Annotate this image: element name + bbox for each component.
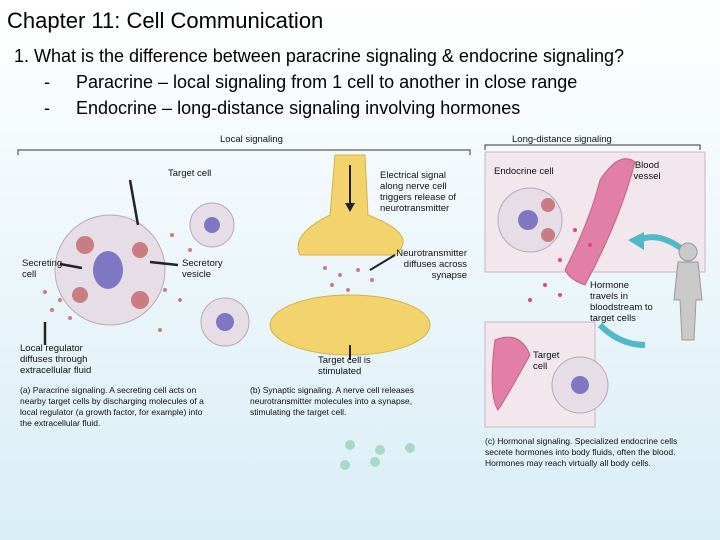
- blood-vessel-label: Blood vessel: [633, 160, 661, 182]
- answer-text: Paracrine – local signaling from 1 cell …: [76, 72, 578, 92]
- decorative-dots: [340, 440, 415, 470]
- slide-title: Chapter 11: Cell Communication: [7, 8, 324, 33]
- nucleus: [518, 210, 538, 230]
- neurotransmitter-label: Neurotransmitter diffuses across synapse: [396, 248, 467, 281]
- pointer-line: [59, 262, 83, 270]
- nucleus: [216, 313, 234, 331]
- vesicle: [541, 228, 555, 242]
- target-cell-label: Target cell: [168, 168, 212, 179]
- question-text: 1. What is the difference between paracr…: [14, 46, 625, 66]
- vesicle: [541, 198, 555, 212]
- caption-hormonal: (c) Hormonal signaling. Specialized endo…: [485, 436, 678, 468]
- secretory-vesicle-label: Secretory vesicle: [182, 258, 223, 280]
- caption-paracrine: (a) Paracrine signaling. A secreting cel…: [20, 385, 204, 428]
- hormone-arrow: [597, 322, 646, 348]
- local-regulator-label: Local regulator diffuses through extrace…: [20, 343, 92, 376]
- synaptic-panel: [269, 154, 431, 470]
- caption-synaptic: (b) Synaptic signaling. A nerve cell rel…: [250, 385, 414, 417]
- local-bracket: [17, 149, 471, 155]
- target-stimulated-label: Target cell is stimulated: [318, 355, 371, 377]
- neurotransmitter-molecules: [323, 266, 374, 292]
- nucleus: [571, 376, 589, 394]
- target-cell-c-label: Target cell: [533, 350, 560, 372]
- paracrine-panel: [43, 179, 250, 347]
- hormone-travels-label: Hormone travels in bloodstream to target…: [590, 280, 653, 324]
- blood-vessel: [564, 158, 636, 286]
- local-signaling-header: Local signaling: [220, 134, 283, 145]
- bullet-dash: -: [44, 98, 50, 118]
- arrow-head-icon: [345, 203, 355, 212]
- long-distance-header: Long-distance signaling: [512, 134, 612, 145]
- vesicle: [76, 236, 94, 254]
- long-bracket: [484, 144, 701, 150]
- arrow-head-icon: [628, 232, 644, 250]
- blood-vessel: [491, 336, 531, 411]
- vesicle: [131, 291, 149, 309]
- vesicle: [132, 242, 148, 258]
- pointer-line: [149, 260, 179, 267]
- hormone-molecules: [528, 228, 592, 302]
- vesicle: [72, 287, 88, 303]
- pointer-line: [128, 179, 140, 226]
- local-regulator-molecules: [43, 233, 192, 332]
- nucleus: [204, 217, 220, 233]
- answer-text: Endocrine – long-distance signaling invo…: [76, 98, 521, 118]
- secreting-cell-label: Secreting cell: [22, 258, 63, 280]
- nucleus: [93, 251, 123, 289]
- hormonal-panel: [484, 151, 706, 428]
- endocrine-cell-label: Endocrine cell: [494, 166, 554, 177]
- bullet-dash: -: [44, 72, 50, 92]
- pointer-line: [369, 254, 396, 271]
- human-figure-icon: [673, 242, 703, 341]
- electrical-signal-label: Electrical signal along nerve cell trigg…: [380, 170, 457, 214]
